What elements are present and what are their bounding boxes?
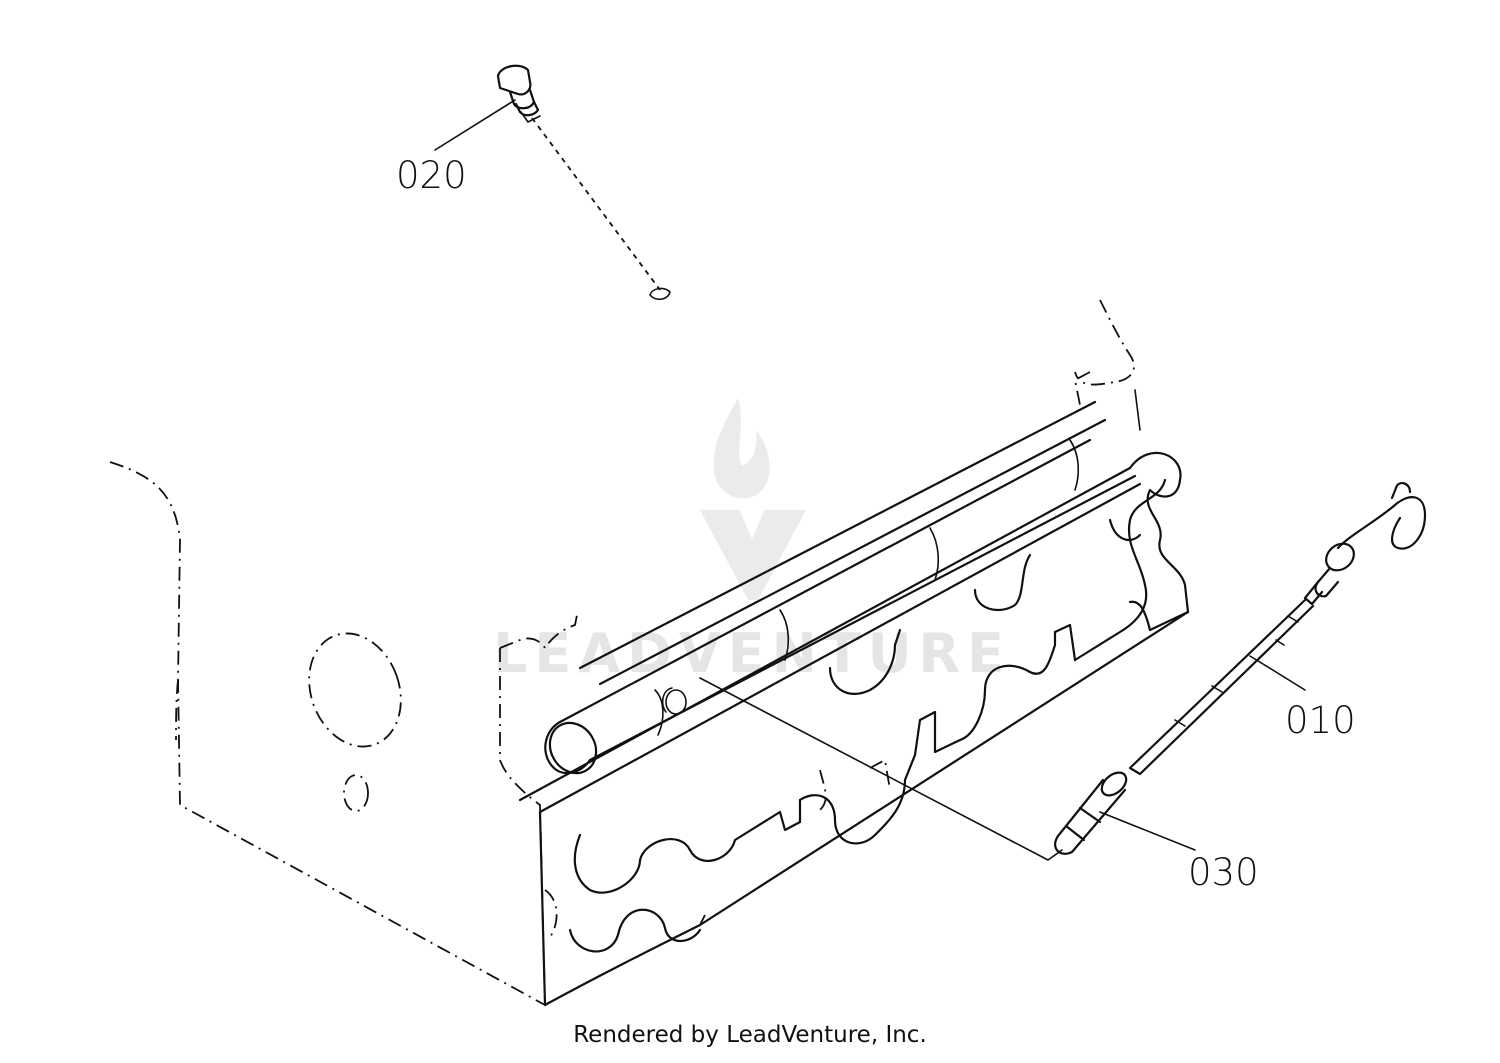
watermark: LEADVENTURE bbox=[493, 398, 1004, 685]
footer-credit: Rendered by LeadVenture, Inc. bbox=[573, 1022, 927, 1048]
part-label-010: 010 bbox=[1285, 699, 1356, 742]
part-label-020: 020 bbox=[396, 154, 467, 197]
part-020-plug: 020 bbox=[396, 64, 671, 301]
part-030-guide-tube: 030 bbox=[661, 677, 1259, 894]
block-boss-small bbox=[343, 774, 369, 812]
block-boss-large bbox=[308, 632, 402, 748]
flame-logo-icon bbox=[700, 398, 806, 600]
part-010-dipstick: 010 bbox=[1128, 482, 1427, 776]
part-label-030: 030 bbox=[1188, 851, 1259, 894]
